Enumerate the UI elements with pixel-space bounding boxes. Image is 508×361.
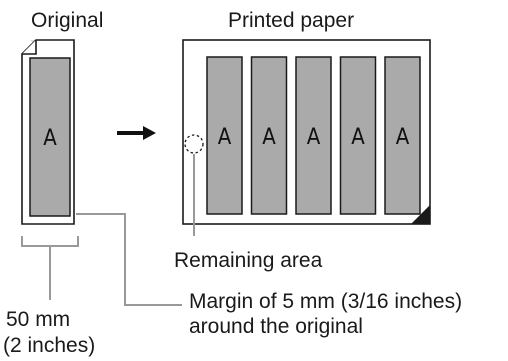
printed-tile-glyph: A [351,125,365,150]
original-sheet: A [21,39,75,225]
printed-tile-glyph: A [396,125,410,150]
printed-tile [250,56,288,215]
right-arrow-icon [117,126,156,140]
remaining-area-marker [184,134,204,154]
printed-tile-glyph: A [262,125,276,150]
margin-label-line2: around the original [189,315,363,338]
margin-label-line1: Margin of 5 mm (3/16 inches) [189,290,462,313]
printed-tile-glyph: A [307,125,321,150]
printed-tile [384,56,421,215]
original-label: Original [31,9,103,32]
original-glyph: A [43,126,57,151]
original-image-area [29,57,71,217]
printed-tile [339,56,377,215]
printed-tile [206,56,243,215]
width-bracket [21,236,79,300]
printed-tile [295,56,332,215]
margin-leader [76,213,182,306]
printed-tile-glyph: A [218,125,232,150]
width-mm-label: 50 mm [6,308,70,331]
printed-paper-label: Printed paper [228,9,354,32]
remaining-area-label: Remaining area [174,249,323,272]
width-inch-label: (2 inches) [3,334,95,357]
